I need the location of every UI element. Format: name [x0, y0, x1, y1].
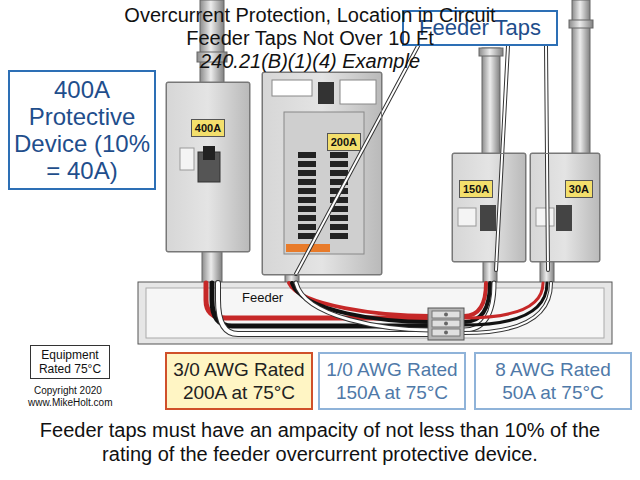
callout-box: 8 AWG Rated 50A at 75°C	[474, 352, 632, 410]
disconnect-400a	[180, 148, 194, 170]
disconnect-150a	[458, 208, 476, 226]
panelboard-200a	[340, 80, 376, 104]
conduit	[202, 250, 222, 284]
callout-box: 1/0 AWG Rated 150A at 75°C	[318, 352, 466, 410]
leader-line	[496, 46, 508, 270]
disconnect-150a	[452, 153, 526, 262]
disconnect-30a	[530, 153, 600, 262]
circuit-breaker	[298, 206, 316, 212]
panelboard-200a	[272, 80, 312, 96]
equipment-enclosure: 200A	[262, 72, 382, 275]
disconnect-30a	[556, 205, 572, 231]
callout-text: 3/0 AWG Rated 200A at 75°C	[171, 358, 307, 404]
disconnect-150a	[480, 205, 496, 231]
terminal-block	[428, 308, 464, 340]
disconnect-30a	[536, 208, 554, 226]
terminal-block	[444, 331, 448, 335]
callout-text: 1/0 AWG Rated 150A at 75°C	[324, 358, 460, 404]
disconnect-150a	[452, 153, 526, 262]
leader-line	[546, 46, 548, 270]
copyright-note: Copyright 2020	[34, 384, 102, 397]
terminal-block	[432, 329, 460, 336]
panelboard-200a	[318, 82, 334, 104]
wireway	[138, 282, 612, 344]
feeder-conductor	[206, 283, 430, 318]
rating-label: 30A	[565, 180, 593, 198]
tap-conductor	[289, 283, 551, 333]
circuit-breaker	[298, 188, 316, 194]
circuit-breaker	[330, 215, 348, 221]
circuit-breaker	[330, 152, 348, 158]
equipment-enclosure: 150A	[452, 153, 526, 262]
circuit-breaker	[298, 161, 316, 167]
part-label: Feeder	[240, 290, 285, 306]
conduit	[479, 48, 503, 56]
tap-conductor	[464, 283, 551, 333]
leader-line	[546, 46, 548, 270]
callout-text: 400A Protective Device (10% = 40A)	[13, 76, 151, 184]
circuit-breaker	[298, 152, 316, 158]
callout-text: 8 AWG Rated 50A at 75°C	[480, 358, 626, 404]
circuit-breaker	[298, 224, 316, 230]
disconnect-400a	[166, 82, 250, 252]
code-reference: 240.21(B)(1)(4) Example	[100, 50, 520, 73]
circuit-breaker	[298, 179, 316, 185]
feeder-conductor	[218, 283, 430, 334]
tap-conductor	[464, 283, 551, 333]
diagram-title: Overcurrent Protection, Location in Circ…	[100, 4, 520, 50]
leader-line	[296, 46, 418, 274]
equipment-enclosure: 400A	[166, 82, 250, 252]
conduit	[569, 20, 593, 28]
disconnect-30a	[530, 153, 600, 262]
terminal-block	[444, 313, 448, 317]
equipment-enclosure: 30A	[530, 153, 600, 262]
panelboard-200a	[262, 72, 382, 275]
leader-line	[296, 46, 418, 274]
leader-line	[296, 46, 548, 274]
circuit-breaker	[330, 233, 348, 239]
diagram-caption: Feeder taps must have an ampacity of not…	[25, 418, 615, 466]
terminal-block	[432, 320, 460, 327]
watermark: www.MikeHolt.com	[28, 396, 112, 409]
leader-line	[496, 46, 508, 270]
rating-label: 400A	[191, 119, 225, 137]
disconnect-400a	[203, 146, 215, 160]
tap-conductor	[296, 283, 430, 330]
wireway	[138, 282, 612, 344]
callout-box: Equipment Rated 75°C	[30, 345, 110, 379]
terminal-block	[428, 308, 464, 340]
tap-conductor	[296, 283, 430, 330]
panelboard-200a	[284, 112, 364, 254]
callout-box: 400A Protective Device (10% = 40A)	[8, 70, 156, 190]
rating-label: 200A	[327, 133, 361, 151]
circuit-breaker	[298, 170, 316, 176]
panelboard-200a	[262, 72, 382, 275]
conduit	[482, 48, 500, 154]
feeder-conductor	[218, 283, 430, 334]
feeder-conductor	[212, 283, 430, 326]
terminal-block	[432, 311, 460, 318]
circuit-breaker	[330, 170, 348, 176]
callout-box: 3/0 AWG Rated 200A at 75°C	[165, 352, 313, 410]
rating-label: 150A	[459, 180, 493, 198]
terminal-block	[444, 322, 448, 326]
disconnect-400a	[166, 82, 250, 252]
circuit-breaker	[330, 161, 348, 167]
callout-text: Equipment Rated 75°C	[34, 348, 106, 376]
circuit-breaker	[298, 215, 316, 221]
circuit-breaker	[298, 197, 316, 203]
feeder-conductor	[206, 283, 430, 334]
circuit-breaker	[330, 224, 348, 230]
